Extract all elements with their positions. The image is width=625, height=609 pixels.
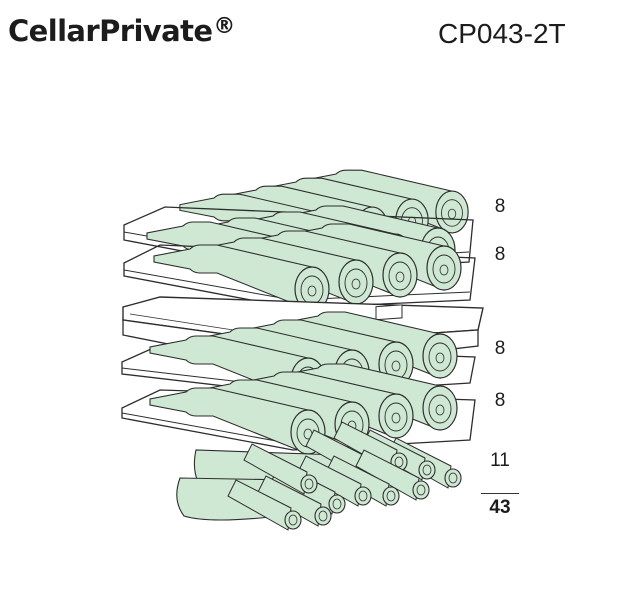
brand-logo: CellarPrivate® [8, 14, 235, 48]
zone-5-count: 11 [490, 450, 510, 471]
wire-shelf [123, 206, 474, 273]
shelf-zone-2 [123, 223, 476, 312]
registered-mark: ® [213, 14, 235, 39]
brand-name: CellarPrivate [8, 14, 213, 48]
shelf-zone-5 [176, 421, 462, 531]
zone-3-count: 8 [494, 338, 506, 359]
shelf-zone-4 [121, 363, 476, 455]
total-count: 43 [489, 497, 511, 518]
wire-shelf [123, 244, 476, 309]
zone-2-count: 8 [494, 244, 506, 265]
zone-1-count: 8 [494, 196, 506, 217]
wire-shelf [121, 389, 476, 451]
zone-4-count: 8 [494, 390, 506, 411]
model-number: CP043-2T [438, 18, 566, 49]
total-divider-line [481, 493, 519, 494]
